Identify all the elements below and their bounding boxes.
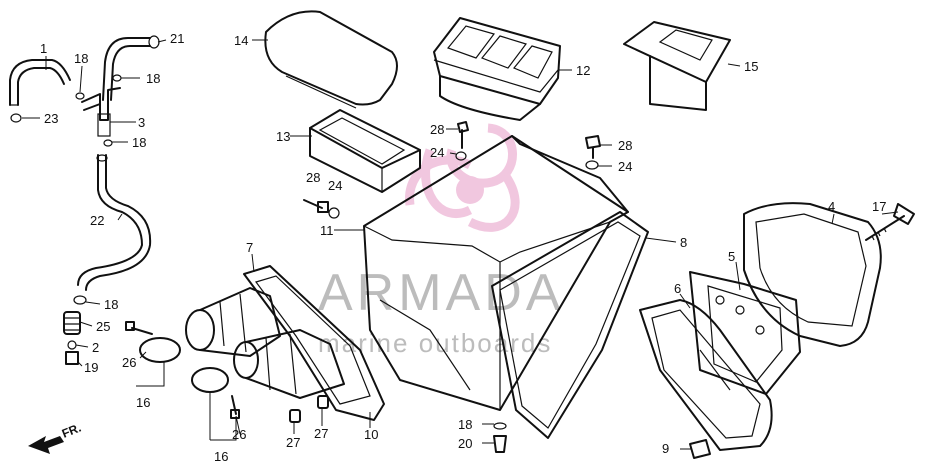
t-joint-3 bbox=[81, 87, 121, 137]
intake-tube-lower bbox=[233, 329, 345, 399]
callout-c12: 12 bbox=[576, 63, 590, 78]
gasket-8 bbox=[491, 211, 649, 439]
screw-9 bbox=[689, 439, 711, 459]
plate-6 bbox=[639, 299, 773, 451]
callout-c24b: 24 bbox=[618, 159, 632, 174]
watermark-logo bbox=[405, 123, 520, 232]
callout-c3: 3 bbox=[138, 115, 145, 130]
drain-20 bbox=[493, 422, 507, 453]
clips-18-23 bbox=[10, 74, 122, 305]
front-direction-label: FR. bbox=[60, 421, 83, 441]
hose-1 bbox=[9, 59, 71, 106]
cover-10 bbox=[243, 265, 385, 421]
tray-13 bbox=[309, 109, 421, 193]
callout-c18a: 18 bbox=[74, 51, 88, 66]
callout-c25: 25 bbox=[96, 319, 110, 334]
callout-c13: 13 bbox=[276, 129, 290, 144]
intake-tube-upper bbox=[185, 287, 281, 357]
callout-c18b: 18 bbox=[146, 71, 160, 86]
callout-c27a: 27 bbox=[286, 435, 300, 450]
callout-c27b: 27 bbox=[314, 426, 328, 441]
callout-c18c: 18 bbox=[132, 135, 146, 150]
callout-c24a: 24 bbox=[430, 145, 444, 160]
hose-22 bbox=[77, 154, 152, 291]
callout-c24c: 24 bbox=[328, 178, 342, 193]
clip-27 bbox=[289, 395, 329, 423]
callout-c28b: 28 bbox=[618, 138, 632, 153]
callout-c6: 6 bbox=[674, 281, 681, 296]
cover-4 bbox=[743, 202, 882, 347]
callout-c28a: 28 bbox=[430, 122, 444, 137]
bolt-28-right bbox=[585, 135, 601, 170]
callout-c10: 10 bbox=[364, 427, 378, 442]
callout-c8: 8 bbox=[680, 235, 687, 250]
callout-c22: 22 bbox=[90, 213, 104, 228]
callout-c19: 19 bbox=[84, 360, 98, 375]
callout-c23: 23 bbox=[44, 111, 58, 126]
callout-c21: 21 bbox=[170, 31, 184, 46]
bolt-28-left bbox=[303, 199, 340, 219]
callout-c4: 4 bbox=[828, 199, 835, 214]
case-11 bbox=[363, 135, 629, 411]
callout-c17: 17 bbox=[872, 199, 886, 214]
watermark-brand: ARMADA bbox=[318, 264, 564, 322]
callout-c15: 15 bbox=[744, 59, 758, 74]
callout-c11: 11 bbox=[320, 223, 334, 238]
callout-c5: 5 bbox=[728, 249, 735, 264]
callout-c18d: 18 bbox=[104, 297, 118, 312]
callout-c16b: 16 bbox=[214, 449, 228, 464]
front-direction-arrow: FR. bbox=[28, 421, 83, 454]
callout-c1: 1 bbox=[40, 41, 47, 56]
bolt-28-top bbox=[455, 121, 469, 161]
duct-15 bbox=[623, 21, 731, 111]
callout-c20: 20 bbox=[458, 436, 472, 451]
filter-5 bbox=[689, 271, 801, 395]
callout-c28c: 28 bbox=[306, 170, 320, 185]
element-12 bbox=[433, 17, 561, 121]
callout-c18e: 18 bbox=[458, 417, 472, 432]
callout-c16a: 16 bbox=[136, 395, 150, 410]
callout-c14: 14 bbox=[234, 33, 248, 48]
callout-c9: 9 bbox=[662, 441, 669, 456]
watermark: ARMADA marine outboards bbox=[318, 123, 564, 358]
callout-c7: 7 bbox=[246, 240, 253, 255]
callout-c26b: 26 bbox=[232, 427, 246, 442]
leader-lines bbox=[22, 39, 899, 450]
callout-c26a: 26 bbox=[122, 355, 136, 370]
clamp-16-right bbox=[191, 367, 240, 419]
clamp-16-left bbox=[125, 321, 181, 363]
filter-25-valve-19 bbox=[63, 311, 81, 365]
callout-c2: 2 bbox=[92, 340, 99, 355]
cover-14 bbox=[264, 10, 398, 109]
